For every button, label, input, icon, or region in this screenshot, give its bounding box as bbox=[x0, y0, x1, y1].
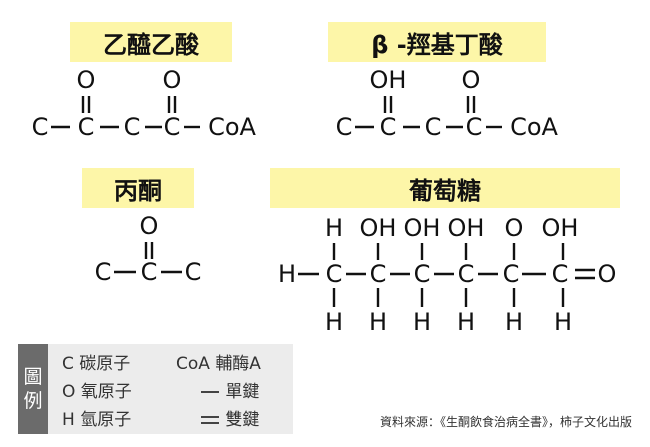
legend-single-bond-label: 單鍵 bbox=[225, 382, 260, 402]
acetoacetyl-title: 乙醯乙酸 bbox=[70, 22, 232, 62]
legend-coa-symbol: CoA bbox=[176, 354, 210, 374]
atom-c: C bbox=[95, 258, 112, 286]
legend-hydrogen: H 氫原子 bbox=[62, 405, 131, 430]
atom-c: C bbox=[552, 260, 569, 288]
glucose-title: 葡萄糖 bbox=[270, 168, 620, 208]
atom-c: C bbox=[458, 260, 475, 288]
atom-h: H bbox=[413, 308, 431, 336]
hydroxybutyrate-title: β -羥基丁酸 bbox=[328, 22, 546, 62]
atom-o: O bbox=[140, 212, 159, 240]
legend-carbon-label: 碳原子 bbox=[79, 354, 131, 374]
atom-c: C bbox=[326, 260, 343, 288]
legend-hydrogen-symbol: H bbox=[62, 410, 75, 430]
legend-tag-char: 例 bbox=[23, 390, 43, 412]
atom-o: O bbox=[505, 214, 524, 242]
atom-h: H bbox=[505, 308, 523, 336]
atom-coa: CoA bbox=[208, 113, 256, 141]
atom-c: C bbox=[466, 113, 483, 141]
atom-c: C bbox=[124, 113, 141, 141]
atom-h: H bbox=[325, 308, 343, 336]
atom-o: O bbox=[462, 66, 481, 94]
hydroxybutyrate-title-text: β -羥基丁酸 bbox=[371, 30, 503, 59]
legend-hydrogen-label: 氫原子 bbox=[80, 410, 132, 430]
atom-h: H bbox=[457, 308, 475, 336]
legend-double-bond-label: 雙鍵 bbox=[225, 410, 260, 430]
atom-oh: OH bbox=[448, 214, 485, 242]
legend-coa: CoA 輔酶A bbox=[176, 349, 261, 374]
atom-oh: OH bbox=[542, 214, 579, 242]
atom-c: C bbox=[185, 258, 202, 286]
double-bond-icon bbox=[201, 416, 219, 424]
atom-oh: OH bbox=[360, 214, 397, 242]
atom-c: C bbox=[164, 113, 181, 141]
atom-oh: OH bbox=[370, 66, 407, 94]
source-credit: 資料來源：《生酮飲食治病全書》，柿子文化出版 bbox=[379, 415, 632, 429]
atom-c: C bbox=[78, 113, 95, 141]
legend-carbon: C 碳原子 bbox=[62, 349, 130, 374]
legend-oxygen: O 氧原子 bbox=[62, 377, 132, 402]
acetone-title: 丙酮 bbox=[82, 168, 194, 208]
atom-c: C bbox=[141, 258, 158, 286]
legend-carbon-symbol: C bbox=[62, 354, 74, 374]
atom-o: O bbox=[77, 66, 96, 94]
atom-c: C bbox=[425, 113, 442, 141]
legend-oxygen-symbol: O bbox=[62, 382, 76, 402]
atom-o: O bbox=[598, 260, 617, 288]
legend-tag: 圖 例 bbox=[18, 344, 48, 434]
atom-c: C bbox=[380, 113, 397, 141]
atom-oh: OH bbox=[404, 214, 441, 242]
atom-h: H bbox=[369, 308, 387, 336]
atom-c: C bbox=[336, 113, 353, 141]
glucose-title-text: 葡萄糖 bbox=[409, 176, 481, 205]
atom-coa: CoA bbox=[510, 113, 558, 141]
legend-double-bond: 雙鍵 bbox=[200, 405, 259, 430]
legend-oxygen-label: 氧原子 bbox=[80, 382, 132, 402]
atom-h: H bbox=[278, 260, 296, 288]
acetoacetyl-title-text: 乙醯乙酸 bbox=[103, 30, 199, 59]
acetone-title-text: 丙酮 bbox=[114, 176, 162, 205]
legend-coa-label: 輔酶A bbox=[215, 354, 261, 374]
legend-tag-char: 圖 bbox=[23, 366, 43, 388]
legend: 圖 例 C 碳原子 O 氧原子 H 氫原子 CoA 輔酶A 單鍵 雙鍵 bbox=[18, 344, 293, 434]
atom-c: C bbox=[503, 260, 520, 288]
atom-h: H bbox=[554, 308, 572, 336]
atom-c: C bbox=[32, 113, 49, 141]
atom-c: C bbox=[414, 260, 431, 288]
single-bond-icon bbox=[201, 391, 219, 393]
atom-h: H bbox=[325, 214, 343, 242]
legend-single-bond: 單鍵 bbox=[200, 377, 259, 402]
atom-o: O bbox=[163, 66, 182, 94]
atom-c: C bbox=[370, 260, 387, 288]
